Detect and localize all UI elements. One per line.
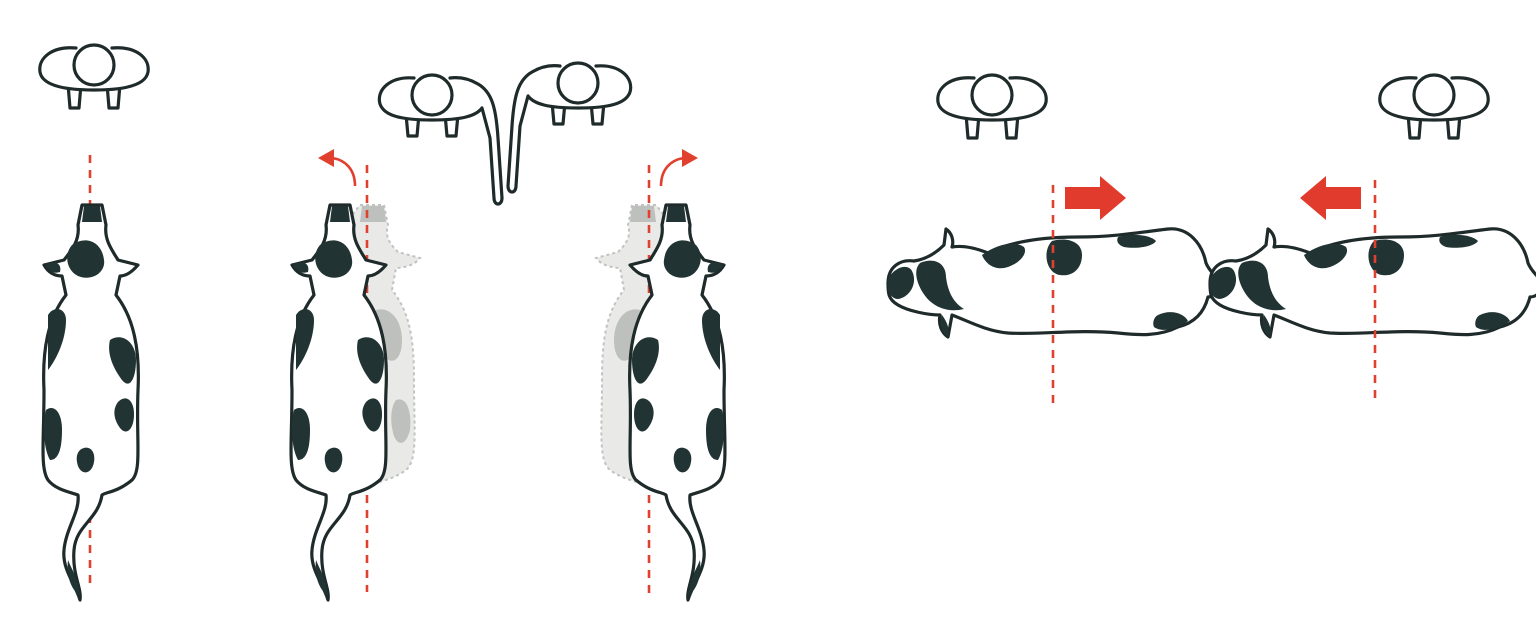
arrow-right-icon <box>1065 176 1126 220</box>
panel-turn-left <box>289 73 504 602</box>
panel-push-back <box>1207 73 1536 405</box>
person-pushing-left-icon <box>377 73 504 206</box>
person-top-view-icon <box>1378 73 1490 140</box>
panel-turn-right <box>506 61 727 602</box>
panel-push-forward <box>885 73 1222 405</box>
person-pushing-right-icon <box>506 61 633 194</box>
cow-top-view-icon <box>289 203 388 602</box>
curved-arrow-left-icon <box>331 156 357 187</box>
person-top-view-icon <box>38 43 150 110</box>
cow-top-view-icon <box>41 203 140 602</box>
arrow-left-icon <box>1300 176 1361 220</box>
person-top-view-icon <box>936 73 1048 140</box>
panel-straight <box>38 43 150 602</box>
cow-top-view-icon <box>628 203 727 602</box>
curved-arrow-right-icon <box>659 156 685 187</box>
cow-side-view-icon <box>1207 227 1536 339</box>
